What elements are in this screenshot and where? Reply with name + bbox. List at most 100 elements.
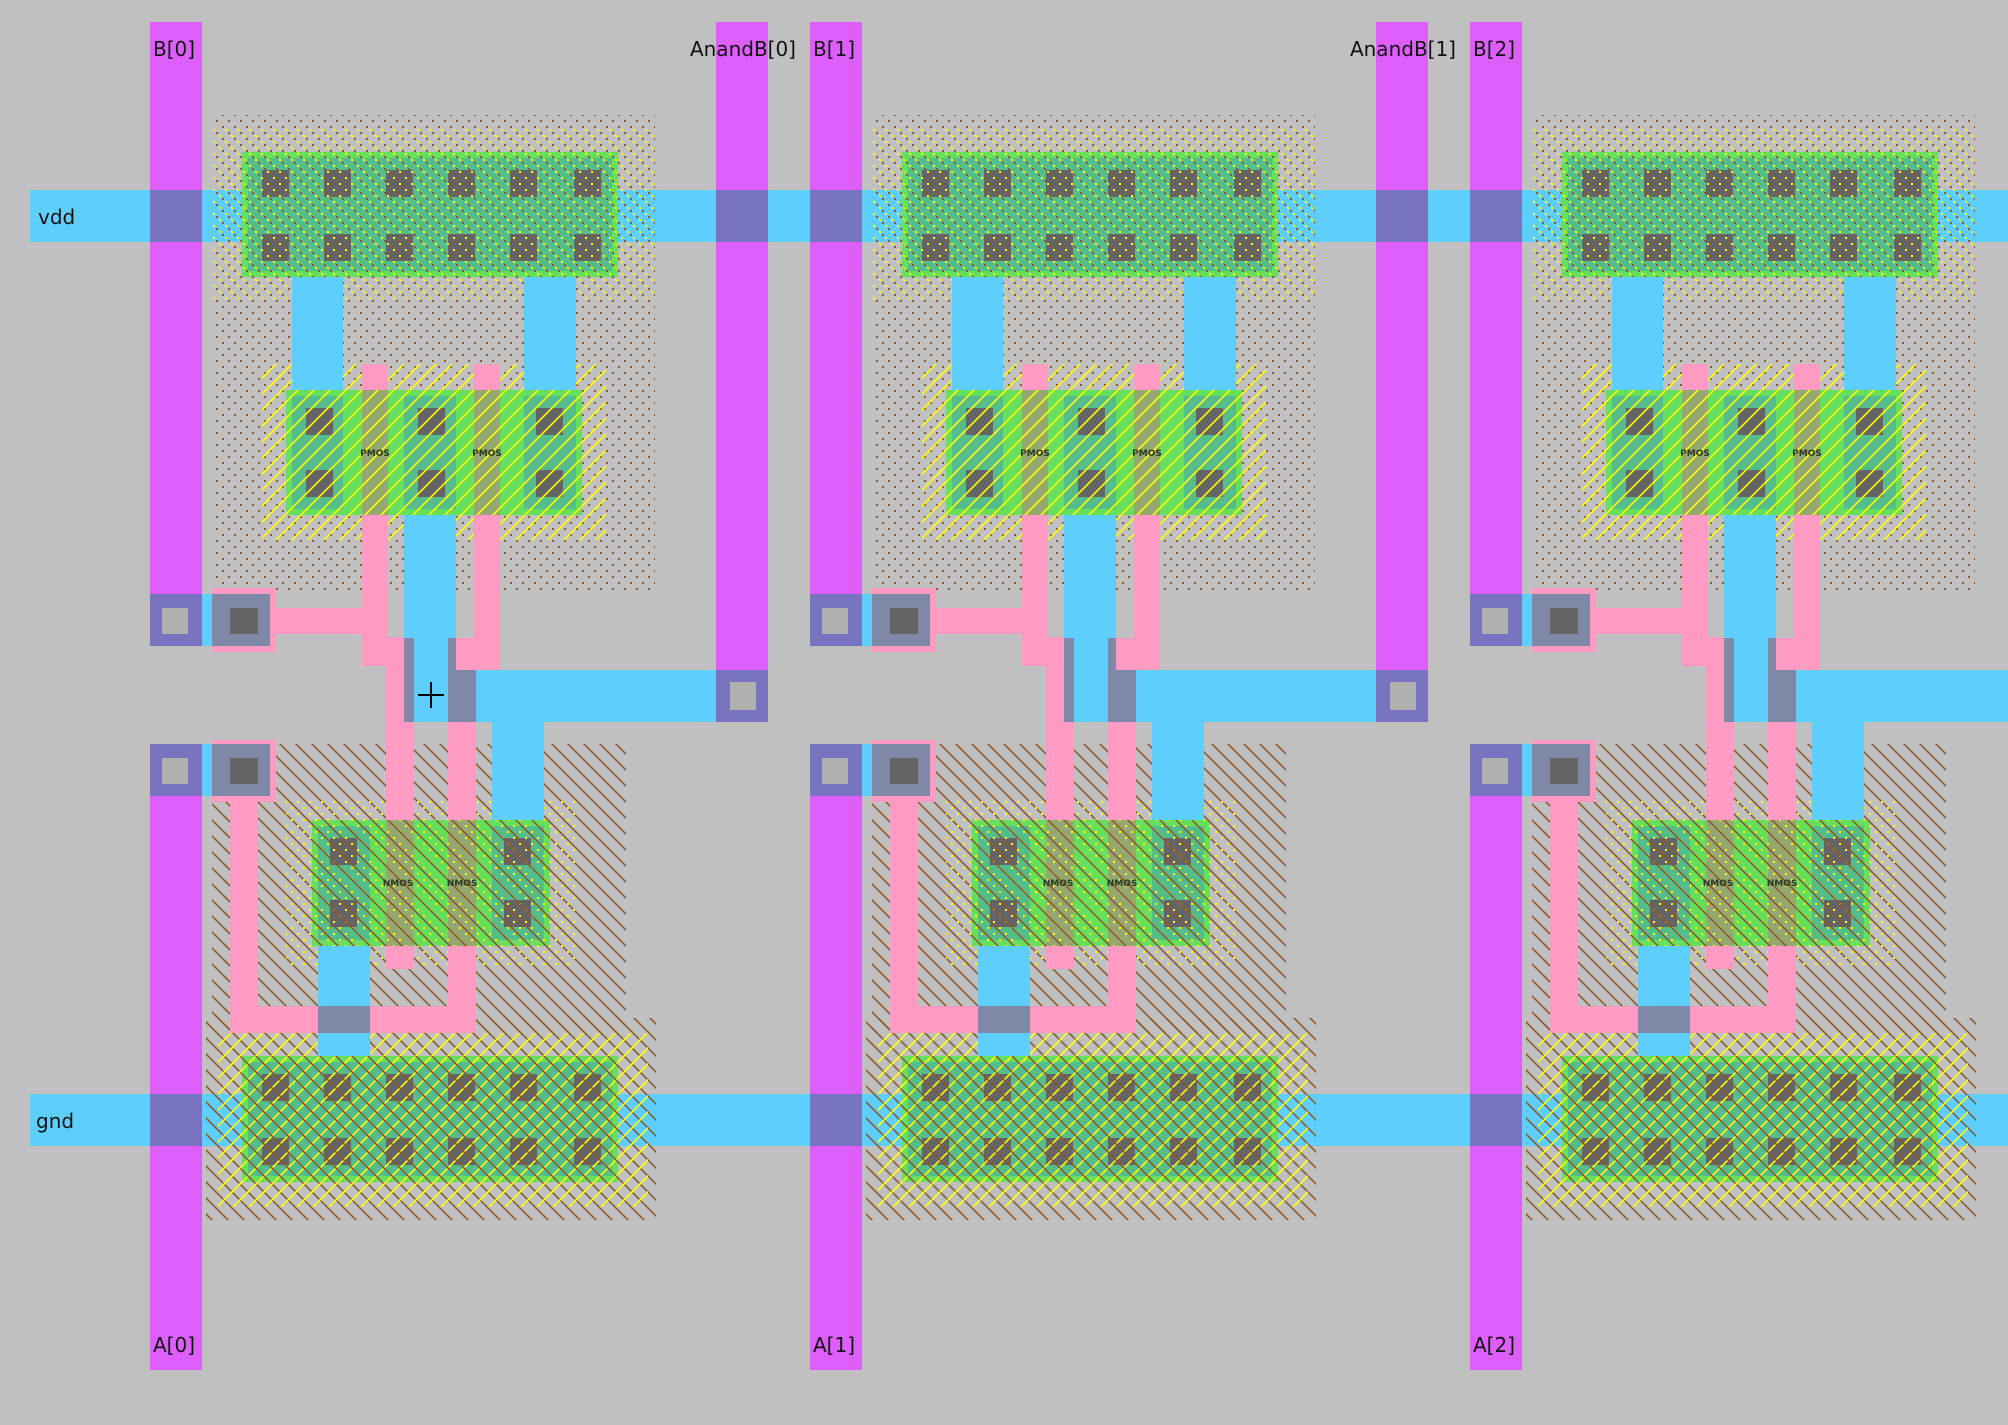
metal1-link [1522, 744, 1532, 796]
poly-input-a[interactable] [890, 802, 918, 1033]
poly-input-a[interactable] [230, 802, 258, 1033]
poly-gate-a[interactable] [1682, 637, 1723, 666]
input-b-rail[interactable] [150, 22, 202, 594]
poly-contact-overlap [448, 638, 456, 670]
metal1-gnd-strap[interactable] [1638, 946, 1690, 1056]
via-cut [1482, 758, 1508, 784]
input-b-rail[interactable] [810, 22, 862, 594]
poly-contact-overlap [1108, 670, 1136, 722]
pmos-label: PMOS [1680, 449, 1710, 459]
input-a-rail[interactable] [810, 796, 862, 1370]
metal1-link [1522, 594, 1532, 646]
poly-input-a[interactable] [1550, 802, 1578, 1033]
rail-crossing [716, 190, 768, 242]
input-a-label: A[2] [1473, 1333, 1515, 1357]
output-metal1[interactable] [1136, 670, 1376, 722]
nwell-texture [242, 152, 618, 277]
metal1-vdd-strap[interactable] [292, 277, 343, 407]
metal1-vdd-strap[interactable] [1184, 277, 1236, 407]
pwell-gnd-texture [1562, 1056, 1938, 1182]
crosshair-cursor-icon [418, 682, 444, 708]
poly-input-b[interactable] [936, 608, 1036, 634]
poly-gate-b[interactable] [456, 638, 500, 670]
nplus-pmos-texture [1606, 390, 1902, 515]
poly-gate-b[interactable] [1768, 946, 1796, 1006]
poly-gate-b[interactable] [1776, 638, 1820, 670]
poly-gate-a[interactable] [1022, 364, 1048, 390]
nmos-label: NMOS [1767, 879, 1798, 889]
output-label: AnandB[0] [690, 37, 796, 61]
metal1-poly-overlap [1638, 1006, 1690, 1033]
metal1-vdd-strap[interactable] [524, 277, 576, 407]
poly-input-b[interactable] [1596, 608, 1696, 634]
nmos-label: NMOS [1703, 879, 1734, 889]
poly-gate-b[interactable] [1108, 946, 1136, 1006]
metal1-vdd-strap[interactable] [1612, 277, 1663, 407]
rail-crossing [1470, 190, 1522, 242]
poly-gate-a[interactable] [1022, 637, 1063, 666]
poly-gate-b[interactable] [1794, 364, 1820, 390]
output-rail[interactable] [716, 22, 768, 722]
output-metal1[interactable] [1796, 670, 2008, 722]
poly-gate-a[interactable] [1706, 946, 1734, 969]
via-cut [162, 608, 188, 634]
poly-gate-a[interactable] [362, 364, 388, 390]
poly-gate-b[interactable] [1116, 638, 1160, 670]
poly-gate-b[interactable] [448, 946, 476, 1006]
rail-crossing [810, 190, 862, 242]
metal1-vdd-strap[interactable] [1844, 277, 1896, 407]
poly-gate-a[interactable] [386, 946, 414, 969]
poly-gate-a[interactable] [362, 637, 403, 666]
metal1-link [202, 744, 212, 796]
via-cut [730, 682, 756, 710]
pmos-label: PMOS [472, 449, 502, 459]
nmos-label: NMOS [447, 879, 478, 889]
poly-gate-a[interactable] [1046, 946, 1074, 969]
metal1-gnd-strap[interactable] [978, 946, 1030, 1056]
poly-gate-b[interactable] [474, 364, 500, 390]
pwell-nmos-texture [312, 820, 550, 946]
metal1-link [862, 744, 872, 796]
nplus-pmos-texture [946, 390, 1242, 515]
metal1-vdd-strap[interactable] [952, 277, 1003, 407]
pmos-label: PMOS [360, 449, 390, 459]
via-cut [1390, 682, 1416, 710]
nwell-texture [1562, 152, 1938, 277]
input-b-label: B[1] [813, 37, 855, 61]
poly-contact [1550, 758, 1578, 784]
input-b-label: B[2] [1473, 37, 1515, 61]
input-a-rail[interactable] [1470, 796, 1522, 1370]
output-metal1[interactable] [476, 670, 716, 722]
input-a-label: A[1] [813, 1333, 855, 1357]
poly-contact-overlap [1064, 638, 1074, 722]
gnd-label: gnd [36, 1109, 74, 1133]
output-metal1[interactable] [1812, 722, 1864, 820]
metal1-link [202, 594, 212, 646]
poly-gate-a[interactable] [1682, 364, 1708, 390]
metal1-link [862, 594, 872, 646]
pwell-nmos-texture [1632, 820, 1870, 946]
nmos-label: NMOS [1107, 879, 1138, 889]
metal1-gnd-strap[interactable] [318, 946, 370, 1056]
poly-contact [890, 758, 918, 784]
poly-input-b[interactable] [276, 608, 376, 634]
nwell-texture [902, 152, 1278, 277]
pwell-nmos-texture [972, 820, 1210, 946]
output-metal1[interactable] [492, 722, 544, 820]
input-b-rail[interactable] [1470, 22, 1522, 594]
input-b-label: B[0] [153, 37, 195, 61]
via-cut [1482, 608, 1508, 634]
output-metal1[interactable] [1152, 722, 1204, 820]
poly-gate-b[interactable] [1134, 364, 1160, 390]
poly-contact-overlap [1108, 638, 1116, 670]
poly-contact-overlap [1724, 638, 1734, 722]
rail-crossing [810, 1094, 862, 1146]
poly-contact-overlap [404, 638, 414, 722]
input-a-rail[interactable] [150, 796, 202, 1370]
output-rail[interactable] [1376, 22, 1428, 722]
pwell-gnd-texture [242, 1056, 618, 1182]
